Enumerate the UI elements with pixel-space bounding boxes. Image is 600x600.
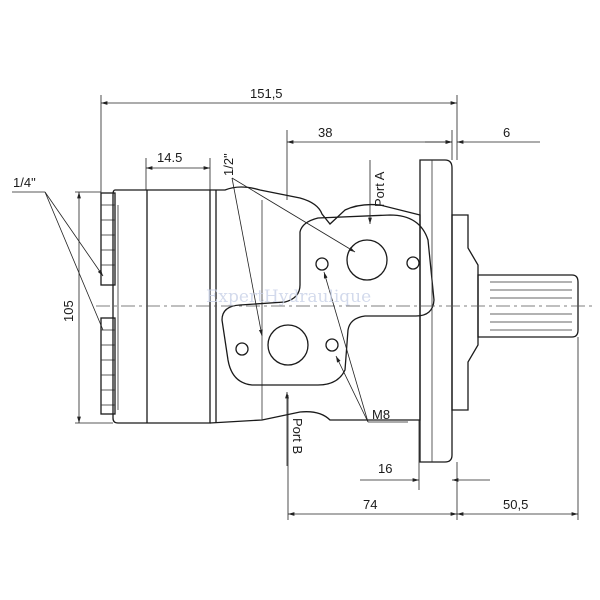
- callout-bolt-thread: M8: [323, 271, 408, 423]
- callout-thread-small-label: 1/4": [13, 175, 36, 190]
- dim-body-height: 105: [61, 192, 81, 423]
- dim-flange-thickness: 6: [425, 125, 540, 144]
- callout-thread-small: 1/4": [12, 175, 104, 331]
- bolt-thread-label: M8: [372, 407, 390, 422]
- port-b-bolt-right: [325, 338, 339, 352]
- dim-port-b-to-end: 74: [288, 497, 457, 516]
- port-a-bolt-left: [315, 257, 329, 271]
- port-a-bore: [346, 239, 388, 281]
- dim-port-b-to-end-label: 74: [363, 497, 377, 512]
- valve-housing: [209, 186, 421, 424]
- rotor-housing: [112, 189, 211, 424]
- mounting-flange: [419, 159, 453, 463]
- end-cap-bolts-lower: [100, 317, 116, 415]
- dim-port-b-to-flange: 16: [360, 461, 490, 482]
- dim-shaft-length-label: 50,5: [503, 497, 528, 512]
- callout-port-b: Port B: [285, 392, 305, 466]
- output-shaft: [477, 274, 579, 338]
- end-cap-bolts-upper: [100, 192, 116, 286]
- dim-overall-length-label: 151,5: [250, 86, 283, 101]
- port-b-label: Port B: [290, 418, 305, 454]
- callout-thread-large-label: 1/2": [221, 153, 236, 176]
- port-a-label: Port A: [372, 171, 387, 207]
- dim-port-to-flange: 38: [287, 125, 452, 144]
- dim-port-b-to-flange-label: 16: [378, 461, 392, 476]
- pilot-boss: [451, 214, 479, 411]
- shaft-splines: [490, 281, 572, 331]
- port-a-bolt-right: [406, 256, 420, 270]
- dim-port-to-flange-label: 38: [318, 125, 332, 140]
- dim-body-height-label: 105: [61, 300, 76, 322]
- callout-thread-large: 1/2": [221, 153, 356, 337]
- dim-ring-width-label: 14.5: [157, 150, 182, 165]
- extension-lines: [75, 95, 579, 520]
- port-b-bore: [267, 324, 309, 366]
- watermark: ExpertHydraulique: [206, 287, 371, 307]
- dim-ring-width: 14.5: [146, 150, 210, 170]
- callout-port-a: Port A: [368, 160, 387, 224]
- dim-shaft-length: 50,5: [457, 497, 578, 516]
- motor-body: [96, 159, 592, 463]
- port-b-bolt-left: [235, 342, 249, 356]
- dim-overall-length: 151,5: [101, 86, 457, 105]
- dim-flange-thickness-label: 6: [503, 125, 510, 140]
